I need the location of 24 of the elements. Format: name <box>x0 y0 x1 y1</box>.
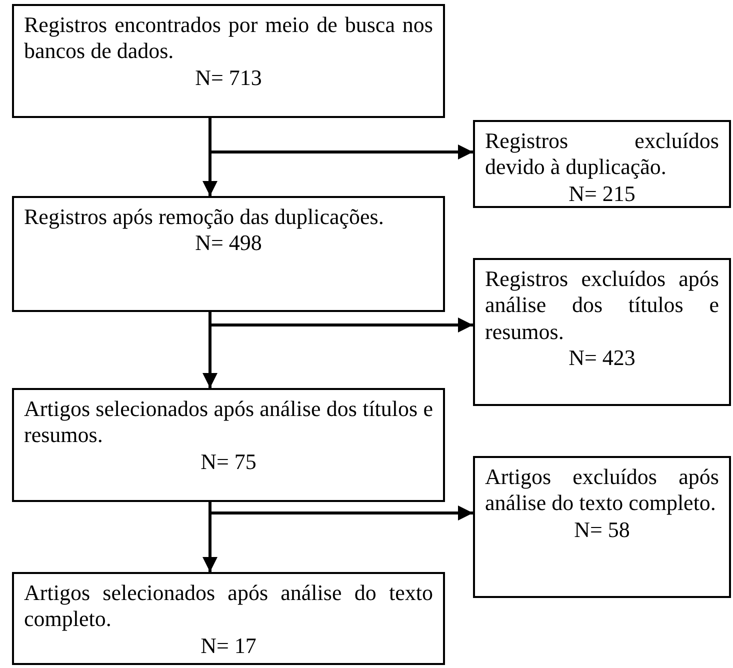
count-text: N= 423 <box>568 345 636 372</box>
box-text: Registros excluídos devido à duplicação. <box>485 128 719 181</box>
arrow <box>208 118 473 160</box>
arrow <box>208 312 473 332</box>
process-box <box>12 388 445 502</box>
count-text: N= 713 <box>194 64 263 92</box>
count-text: N= 215 <box>568 180 636 208</box>
box-text: Artigos selecionados após análise do texto completo. <box>24 580 433 633</box>
count-text: N= 75 <box>200 448 258 476</box>
process-box <box>12 572 445 665</box>
process-box <box>473 258 731 406</box>
count-text: N= 58 <box>573 516 631 544</box>
box-text: Registros após remoção das duplicações. <box>24 204 385 230</box>
box-text: Registros encontrados por meio de busca nos bancos de dados. <box>24 12 433 65</box>
count-text: N= 498 <box>194 230 263 257</box>
process-box <box>473 120 731 208</box>
count-text: N= 17 <box>200 632 258 660</box>
box-text: Artigos selecionados após análise dos títulos e resumos. <box>24 396 433 449</box>
box-text: Registros excluídos após análise dos títulos e resumos. <box>485 266 719 346</box>
process-box <box>12 196 445 312</box>
arrow <box>208 502 473 520</box>
process-box <box>12 4 445 118</box>
box-text: Artigos excluídos após análise do texto completo. <box>485 464 719 517</box>
process-box <box>473 456 731 598</box>
